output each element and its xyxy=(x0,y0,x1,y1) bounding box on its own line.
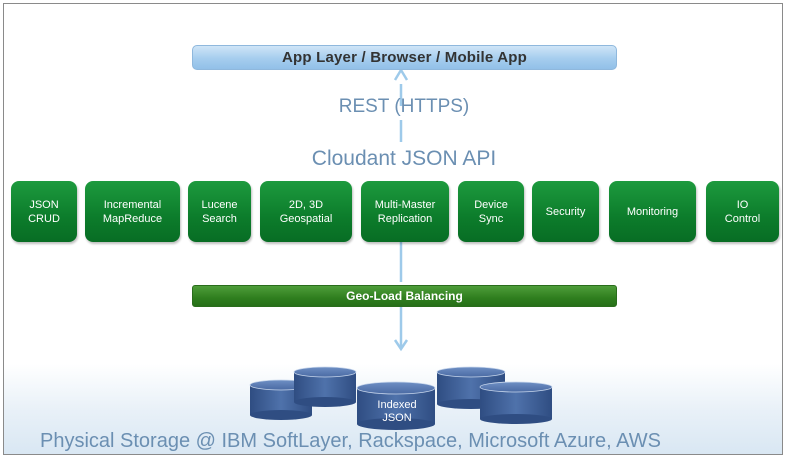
app-layer-bar: App Layer / Browser / Mobile App xyxy=(192,45,617,70)
database-cylinders xyxy=(249,366,553,430)
db-cylinder-icon xyxy=(293,366,357,407)
diagram-frame: App Layer / Browser / Mobile App REST (H… xyxy=(3,3,783,455)
down-arrow-icon xyxy=(393,239,409,352)
feature-json-crud: JSON CRUD xyxy=(11,181,77,242)
connector-arrows xyxy=(249,67,553,430)
feature-geospatial: 2D, 3D Geospatial xyxy=(260,181,352,242)
db-cylinder-icon xyxy=(356,381,436,430)
feature-io-control: IO Control xyxy=(706,181,779,242)
rest-label: REST (HTTPS) xyxy=(338,96,470,117)
feature-device-sync: Device Sync xyxy=(458,181,524,242)
feature-multi-master-replication: Multi-Master Replication xyxy=(361,181,449,242)
api-title: Cloudant JSON API xyxy=(311,147,497,170)
physical-storage-label: Physical Storage @ IBM SoftLayer, Racksp… xyxy=(40,430,661,452)
db-cylinder-icon xyxy=(479,381,553,424)
feature-incremental-mapreduce: Incremental MapReduce xyxy=(85,181,180,242)
indexed-json-label: Indexed JSON xyxy=(377,399,417,424)
feature-monitoring: Monitoring xyxy=(609,181,696,242)
up-arrow-icon xyxy=(393,67,409,142)
geo-load-balancing-bar: Geo-Load Balancing xyxy=(192,285,617,307)
feature-lucene-search: Lucene Search xyxy=(188,181,251,242)
feature-security: Security xyxy=(532,181,599,242)
